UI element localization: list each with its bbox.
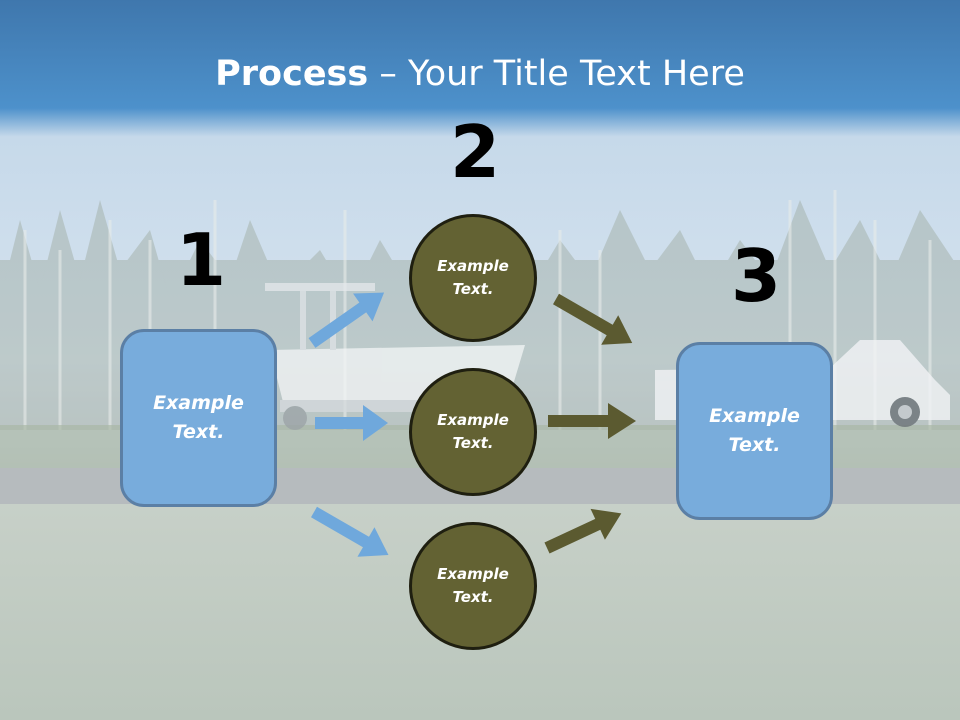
step-number-2: 2 — [450, 110, 501, 194]
title-rest: – Your Title Text Here — [368, 54, 745, 94]
step-number-3: 3 — [731, 234, 782, 318]
step-number-1: 1 — [176, 218, 227, 302]
step-2-circle-middle-text: Example Text. — [437, 411, 509, 452]
step-2-circle-middle: Example Text. — [409, 368, 537, 496]
title-bold: Process — [215, 54, 369, 94]
step-1-text: Example Text. — [153, 392, 244, 443]
slide-title: Process – Your Title Text Here — [0, 50, 960, 98]
step-2-circle-bottom: Example Text. — [409, 522, 537, 650]
step-2-circle-bottom-text: Example Text. — [437, 565, 509, 606]
step-2-circle-top: Example Text. — [409, 214, 537, 342]
step-1-box: Example Text. — [120, 329, 277, 507]
step-3-text: Example Text. — [709, 405, 800, 456]
step-2-circle-top-text: Example Text. — [437, 257, 509, 298]
step-3-box: Example Text. — [676, 342, 833, 520]
